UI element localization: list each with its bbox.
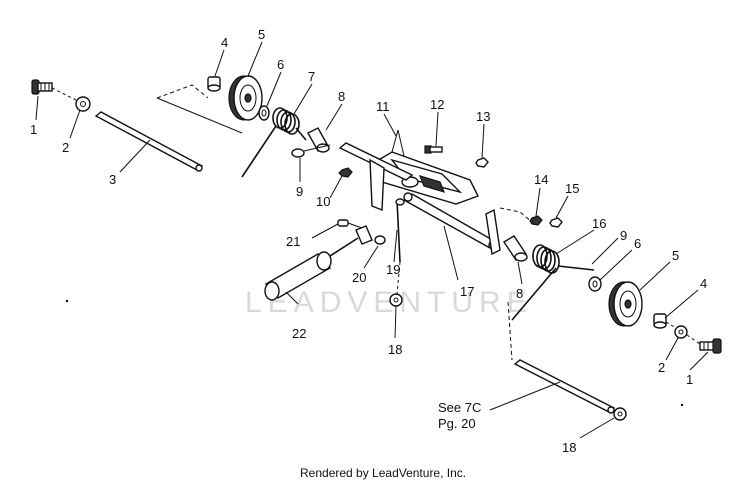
reference-note-line1: See 7C [438,400,481,415]
callout-1-right: 1 [686,372,693,387]
callout-6-left: 6 [277,57,284,72]
callout-20: 20 [352,270,366,285]
spring-left [241,107,307,178]
washer-right [674,325,688,339]
bushing-right [503,235,528,262]
nut-right-b [549,217,563,228]
clip-left [291,144,331,158]
callout-5-right: 5 [672,248,679,263]
reference-note-line2: Pg. 20 [438,416,476,431]
pulley-right [608,281,643,327]
washer-lower-right [613,407,627,421]
bushing-left [307,127,330,153]
spring-right [511,244,595,321]
dot-mark-a [65,299,69,303]
callout-21: 21 [286,234,300,249]
callout-9-left: 9 [296,184,303,199]
callout-9-right: 9 [620,228,627,243]
idler-bracket-assembly [338,129,533,256]
callout-10: 10 [316,194,330,209]
callout-4-right: 4 [700,276,707,291]
callout-5-left: 5 [258,27,265,42]
callout-18-right: 18 [562,440,576,455]
callout-4-left: 4 [221,35,228,50]
bolt-right [699,338,722,354]
callout-16: 16 [592,216,606,231]
leader-lines [35,41,709,439]
bushing-left-upper [207,76,221,92]
callout-17: 17 [460,284,474,299]
pulley-left [228,75,263,121]
callout-7: 7 [308,69,315,84]
shaft-right [513,359,616,414]
callout-2-right: 2 [658,360,665,375]
bushing-right-lower [653,313,667,329]
dot-mark-b [680,403,684,407]
callout-1-left: 1 [30,122,37,137]
gas-spring [264,237,359,301]
callout-3: 3 [109,172,116,187]
callout-18-center: 18 [388,342,402,357]
footer-credit: Rendered by LeadVenture, Inc. [300,466,466,480]
callout-15: 15 [565,181,579,196]
callout-6-right: 6 [634,236,641,251]
callout-13: 13 [476,109,490,124]
washer-left [75,96,91,112]
bolt-center [424,145,443,154]
callout-2-left: 2 [62,140,69,155]
washer-left-upper [258,105,270,121]
callout-8-left: 8 [338,89,345,104]
rod-end [337,219,386,245]
callout-14: 14 [534,172,548,187]
callout-22: 22 [292,326,306,341]
nut-left [338,167,353,178]
callout-12: 12 [430,97,444,112]
pin-center [395,198,405,263]
watermark-text: LEADVENTURE [245,286,533,319]
nut-center [475,157,489,168]
washer-center [389,293,403,307]
washer-right-upper [588,276,602,292]
nut-right-a [529,215,543,226]
callout-11: 11 [376,99,390,114]
callout-19: 19 [386,262,400,277]
callout-8-right: 8 [516,286,523,301]
bolt-left [31,79,53,95]
